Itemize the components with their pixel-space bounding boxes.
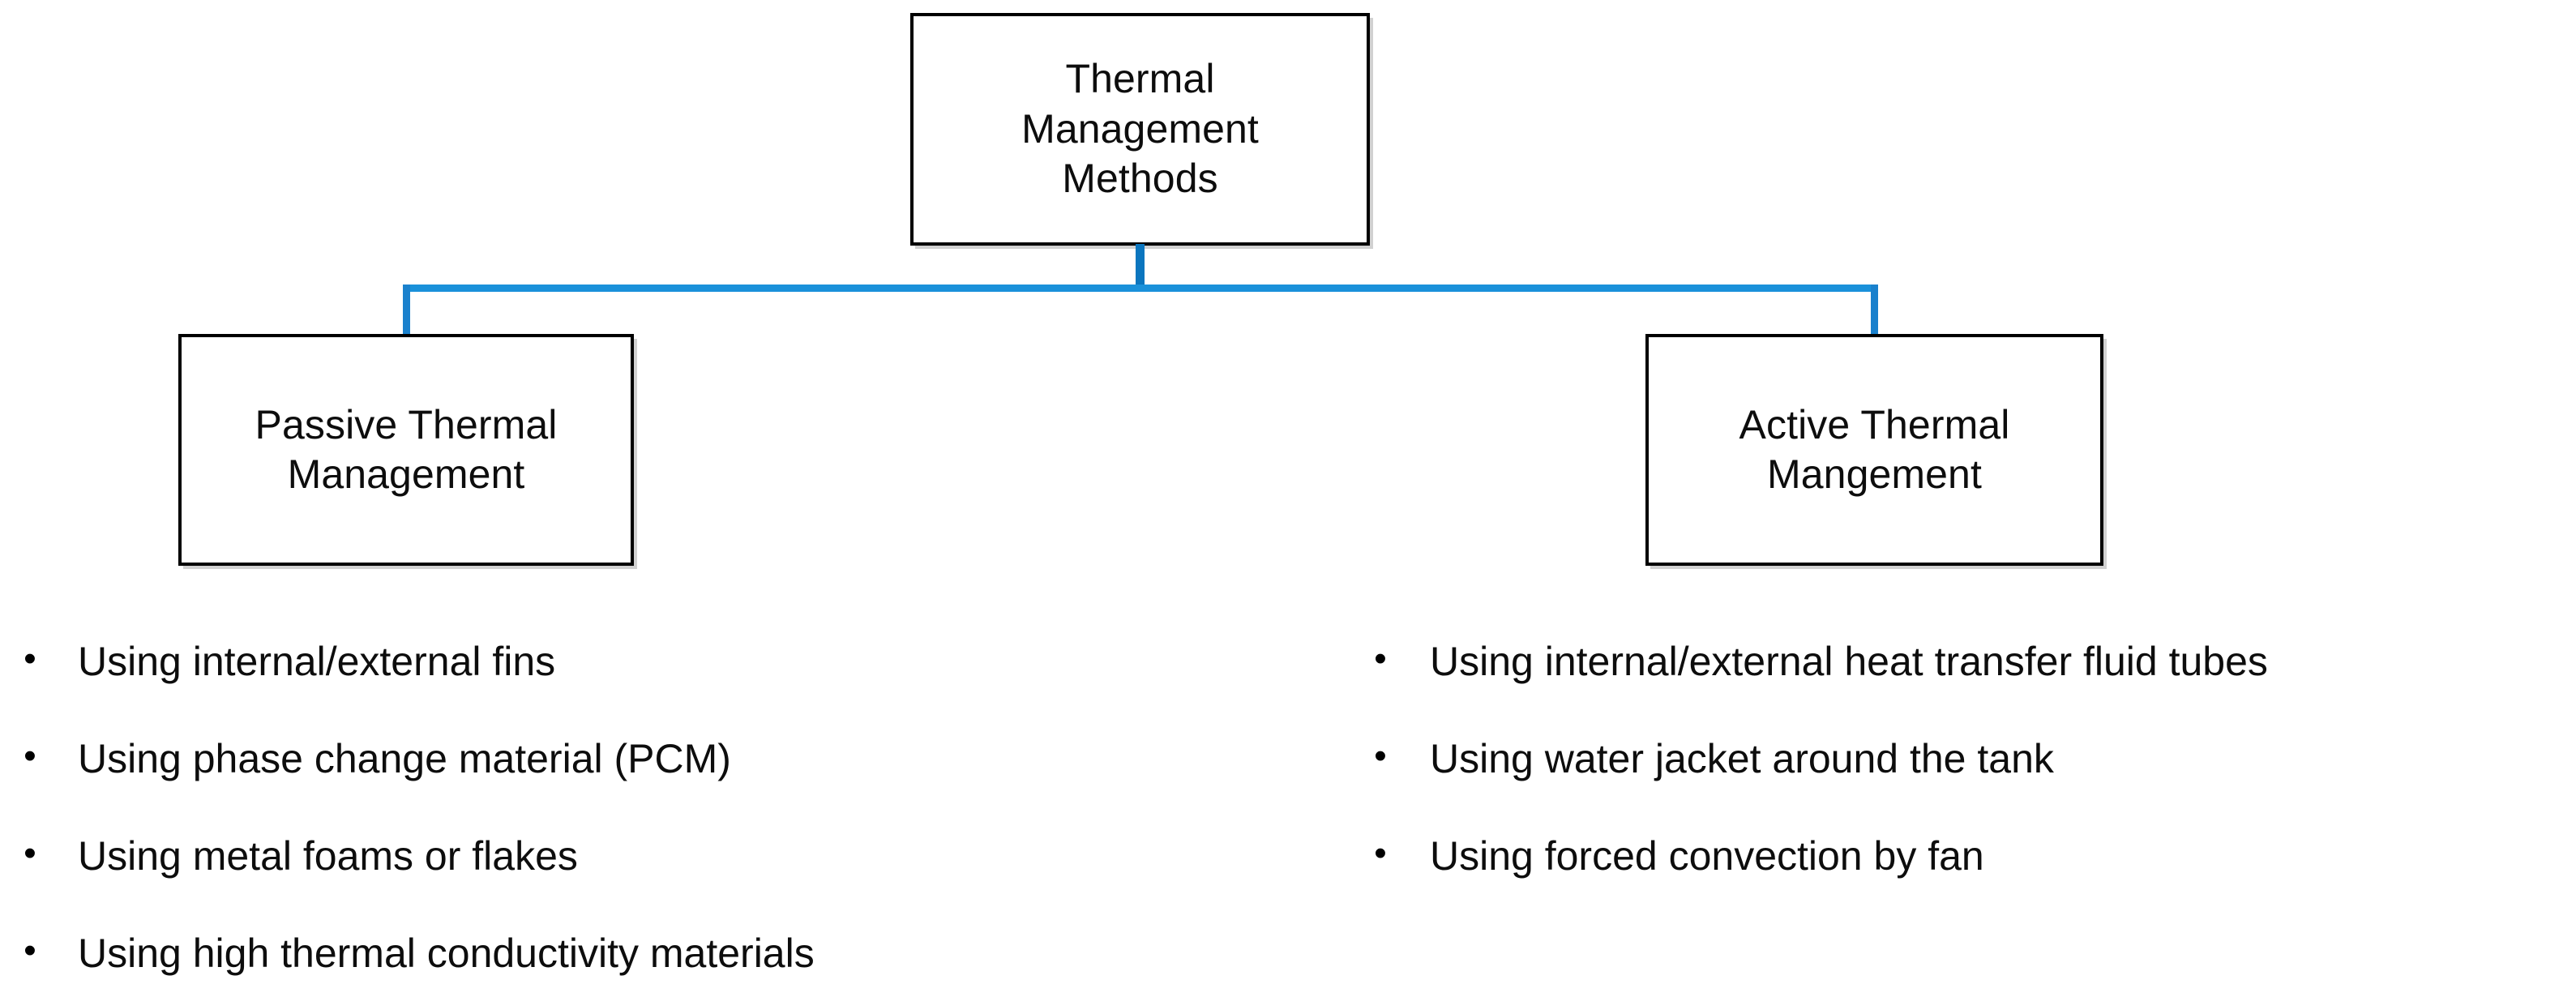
list-item: • Using forced convection by fan	[1349, 807, 2576, 905]
list-item-label: Using metal foams or flakes	[78, 832, 578, 879]
bullet-dot-icon: •	[1374, 736, 1387, 776]
connector-horizontal-bus	[403, 285, 1878, 292]
list-item: • Using internal/external fins	[0, 613, 1264, 710]
bullet-dot-icon: •	[24, 931, 36, 970]
connector-drop-passive	[403, 285, 410, 336]
list-item-label: Using high thermal conductivity material…	[78, 930, 815, 976]
node-label-active: Active Thermal Mangement	[1739, 401, 2010, 498]
connector-root-stem	[1136, 244, 1145, 291]
list-item-label: Using water jacket around the tank	[1430, 735, 2054, 781]
bullet-dot-icon: •	[1374, 833, 1387, 873]
node-active-thermal-management[interactable]: Active Thermal Mangement	[1645, 334, 2103, 566]
node-label-passive: Passive Thermal Management	[255, 401, 558, 498]
bullet-dot-icon: •	[24, 833, 36, 873]
list-item: • Using high thermal conductivity materi…	[0, 905, 1264, 997]
bullet-list-active: • Using internal/external heat transfer …	[1349, 613, 2576, 905]
node-thermal-management-methods[interactable]: Thermal Management Methods	[910, 13, 1370, 246]
node-label-root: Thermal Management Methods	[1021, 56, 1259, 202]
list-item-label: Using internal/external heat transfer fl…	[1430, 638, 2268, 684]
list-item: • Using metal foams or flakes	[0, 807, 1264, 905]
list-item: • Using phase change material (PCM)	[0, 710, 1264, 807]
list-item-label: Using phase change material (PCM)	[78, 735, 731, 781]
list-item-label: Using forced convection by fan	[1430, 832, 1984, 879]
bullet-list-passive: • Using internal/external fins • Using p…	[0, 613, 1264, 997]
bullet-dot-icon: •	[24, 639, 36, 678]
bullet-dot-icon: •	[24, 736, 36, 776]
bullet-dot-icon: •	[1374, 639, 1387, 678]
node-passive-thermal-management[interactable]: Passive Thermal Management	[178, 334, 634, 566]
list-item-label: Using internal/external fins	[78, 638, 556, 684]
list-item: • Using internal/external heat transfer …	[1349, 613, 2576, 710]
connector-drop-active	[1871, 285, 1878, 336]
list-item: • Using water jacket around the tank	[1349, 710, 2576, 807]
